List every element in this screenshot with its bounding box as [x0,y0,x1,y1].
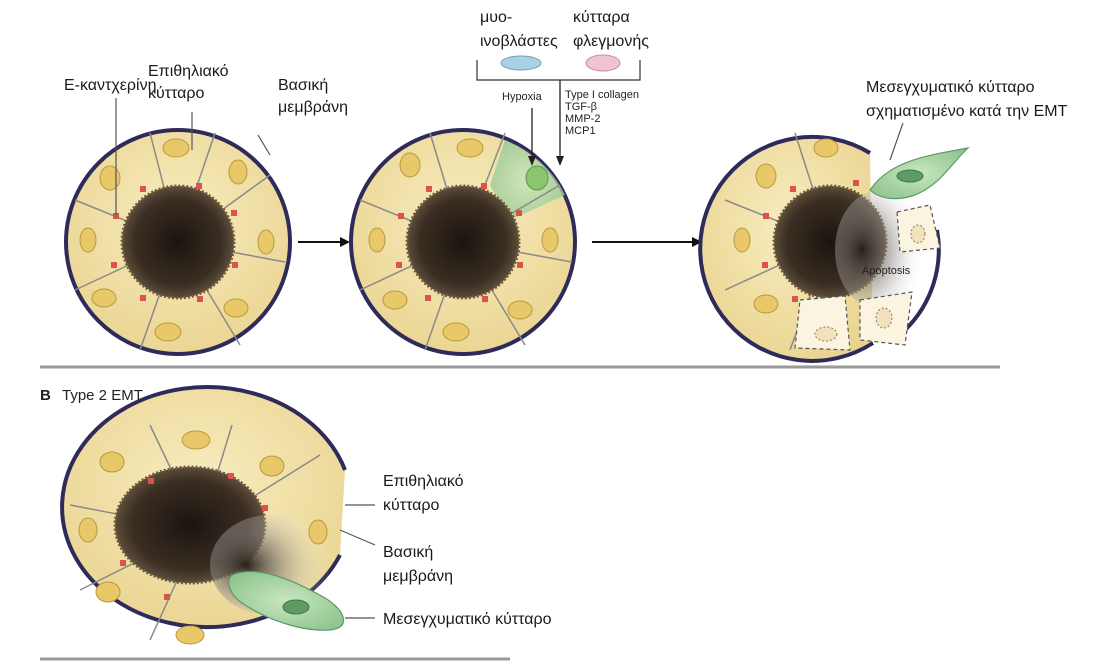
label-myofibroblasts-2: ινοβλάστες [480,33,558,50]
label-factor-4: MCP1 [565,125,596,137]
label-inflammatory-2: φλεγμονής [573,33,649,50]
tubule-normal [66,130,290,354]
label-b-mesenchymal: Μεσεγχυματικό κύτταρο [383,611,552,628]
label-factor-1: Type I collagen [565,89,639,101]
label-b-basement-2: μεμβράνη [383,568,453,585]
tubule-emt [700,133,968,361]
label-b-epithelial-1: Επιθηλιακό [383,473,464,490]
label-mesenchymal-emt-2: σχηματισμένο κατά την EMT [866,103,1068,120]
label-b-basement-1: Βασική [383,544,433,561]
label-hypoxia: Hypoxia [502,91,543,103]
label-epithelial-2: κύτταρο [148,85,205,102]
label-basement-1: Βασική [278,77,328,94]
arrow-1 [298,237,350,247]
label-epithelial-1: Επιθηλιακό [148,63,229,80]
myofibroblast-cell-icon [501,56,541,70]
tubule-type2 [62,387,375,644]
tubule-injured [351,130,575,354]
section-title: Type 2 EMT [62,387,143,404]
label-factor-2: TGF-β [565,101,597,113]
label-factor-3: MMP-2 [565,113,600,125]
label-apoptosis: Apoptosis [862,265,911,277]
label-inflammatory-1: κύτταρα [573,9,630,26]
label-basement-2: μεμβράνη [278,99,348,116]
inflammatory-cell-icon [586,55,620,71]
label-b-epithelial-2: κύτταρο [383,497,440,514]
label-e-cadherin: Ε-καντχερίνη [64,77,156,94]
section-letter: B [40,387,51,404]
label-myofibroblasts-1: μυο- [480,9,512,26]
arrow-2 [592,237,702,247]
label-mesenchymal-emt-1: Μεσεγχυματικό κύτταρο [866,79,1035,96]
